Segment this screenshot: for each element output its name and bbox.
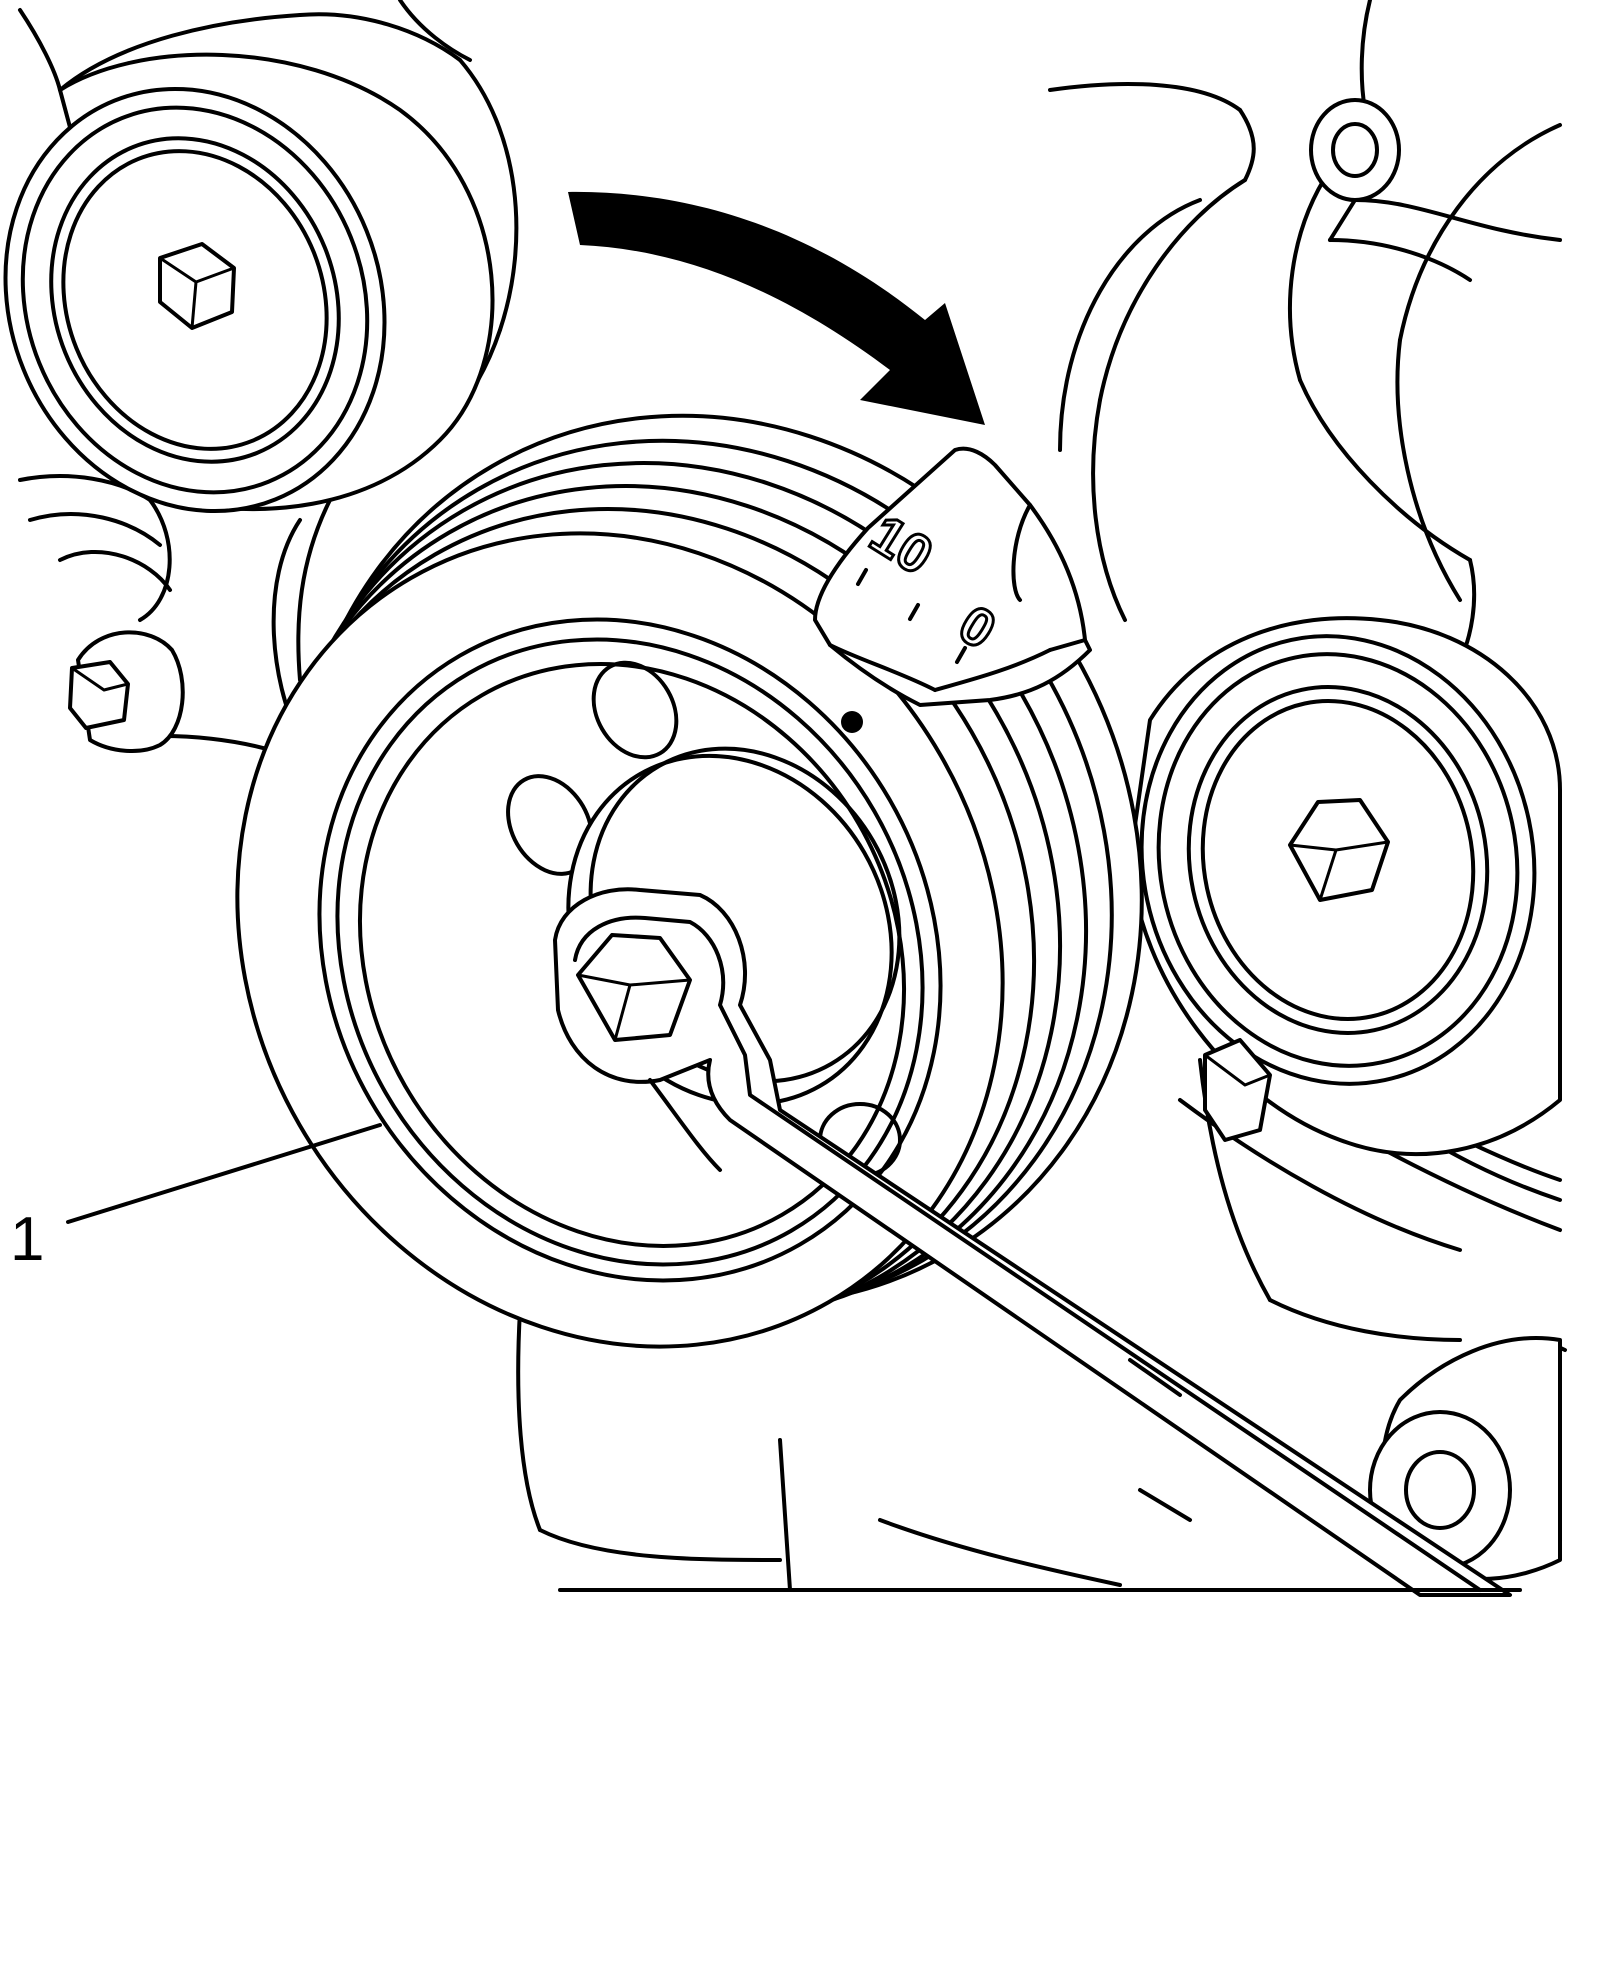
scale-tick (856, 568, 868, 586)
hex-bolt-icon (158, 242, 236, 330)
callout-leader-line (66, 1123, 382, 1224)
timing-scale-plate: 10 0 (813, 446, 1092, 707)
rotation-arrow-icon (568, 191, 985, 425)
tensioner-housing (1058, 98, 1562, 452)
timing-mark-notch (841, 711, 863, 733)
wrench-icon (553, 887, 1512, 1597)
callout-label: 1 (10, 1205, 44, 1274)
stud-bolt-left (68, 630, 185, 753)
idler-pulley-upper-left (3, 52, 495, 514)
idler-pulley-right (1128, 616, 1562, 1157)
scale-tick (955, 646, 967, 664)
callout-1: 1 (10, 1123, 382, 1274)
hex-bolt-icon (1288, 798, 1390, 902)
scale-tick (908, 603, 920, 621)
